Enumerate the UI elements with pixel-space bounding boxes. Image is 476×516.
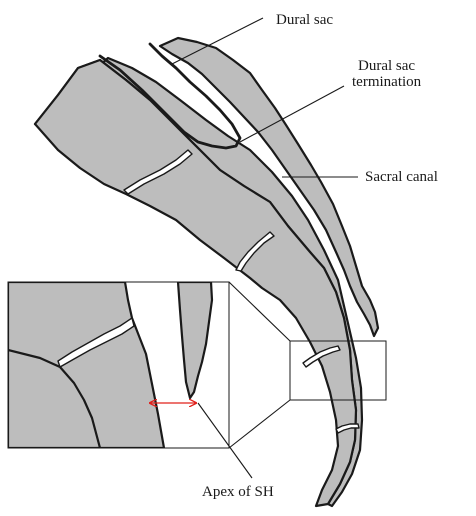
label-apex-of-sh: Apex of SH	[202, 484, 274, 500]
label-dural-sac-termination-line1: Dural sac	[358, 58, 415, 74]
label-dural-sac: Dural sac	[276, 12, 333, 28]
zoom-connector-bottom	[229, 400, 290, 448]
label-dural-sac-termination-line2: termination	[352, 74, 422, 90]
label-sacral-canal: Sacral canal	[365, 169, 438, 185]
inset-zoom-view	[8, 282, 229, 448]
